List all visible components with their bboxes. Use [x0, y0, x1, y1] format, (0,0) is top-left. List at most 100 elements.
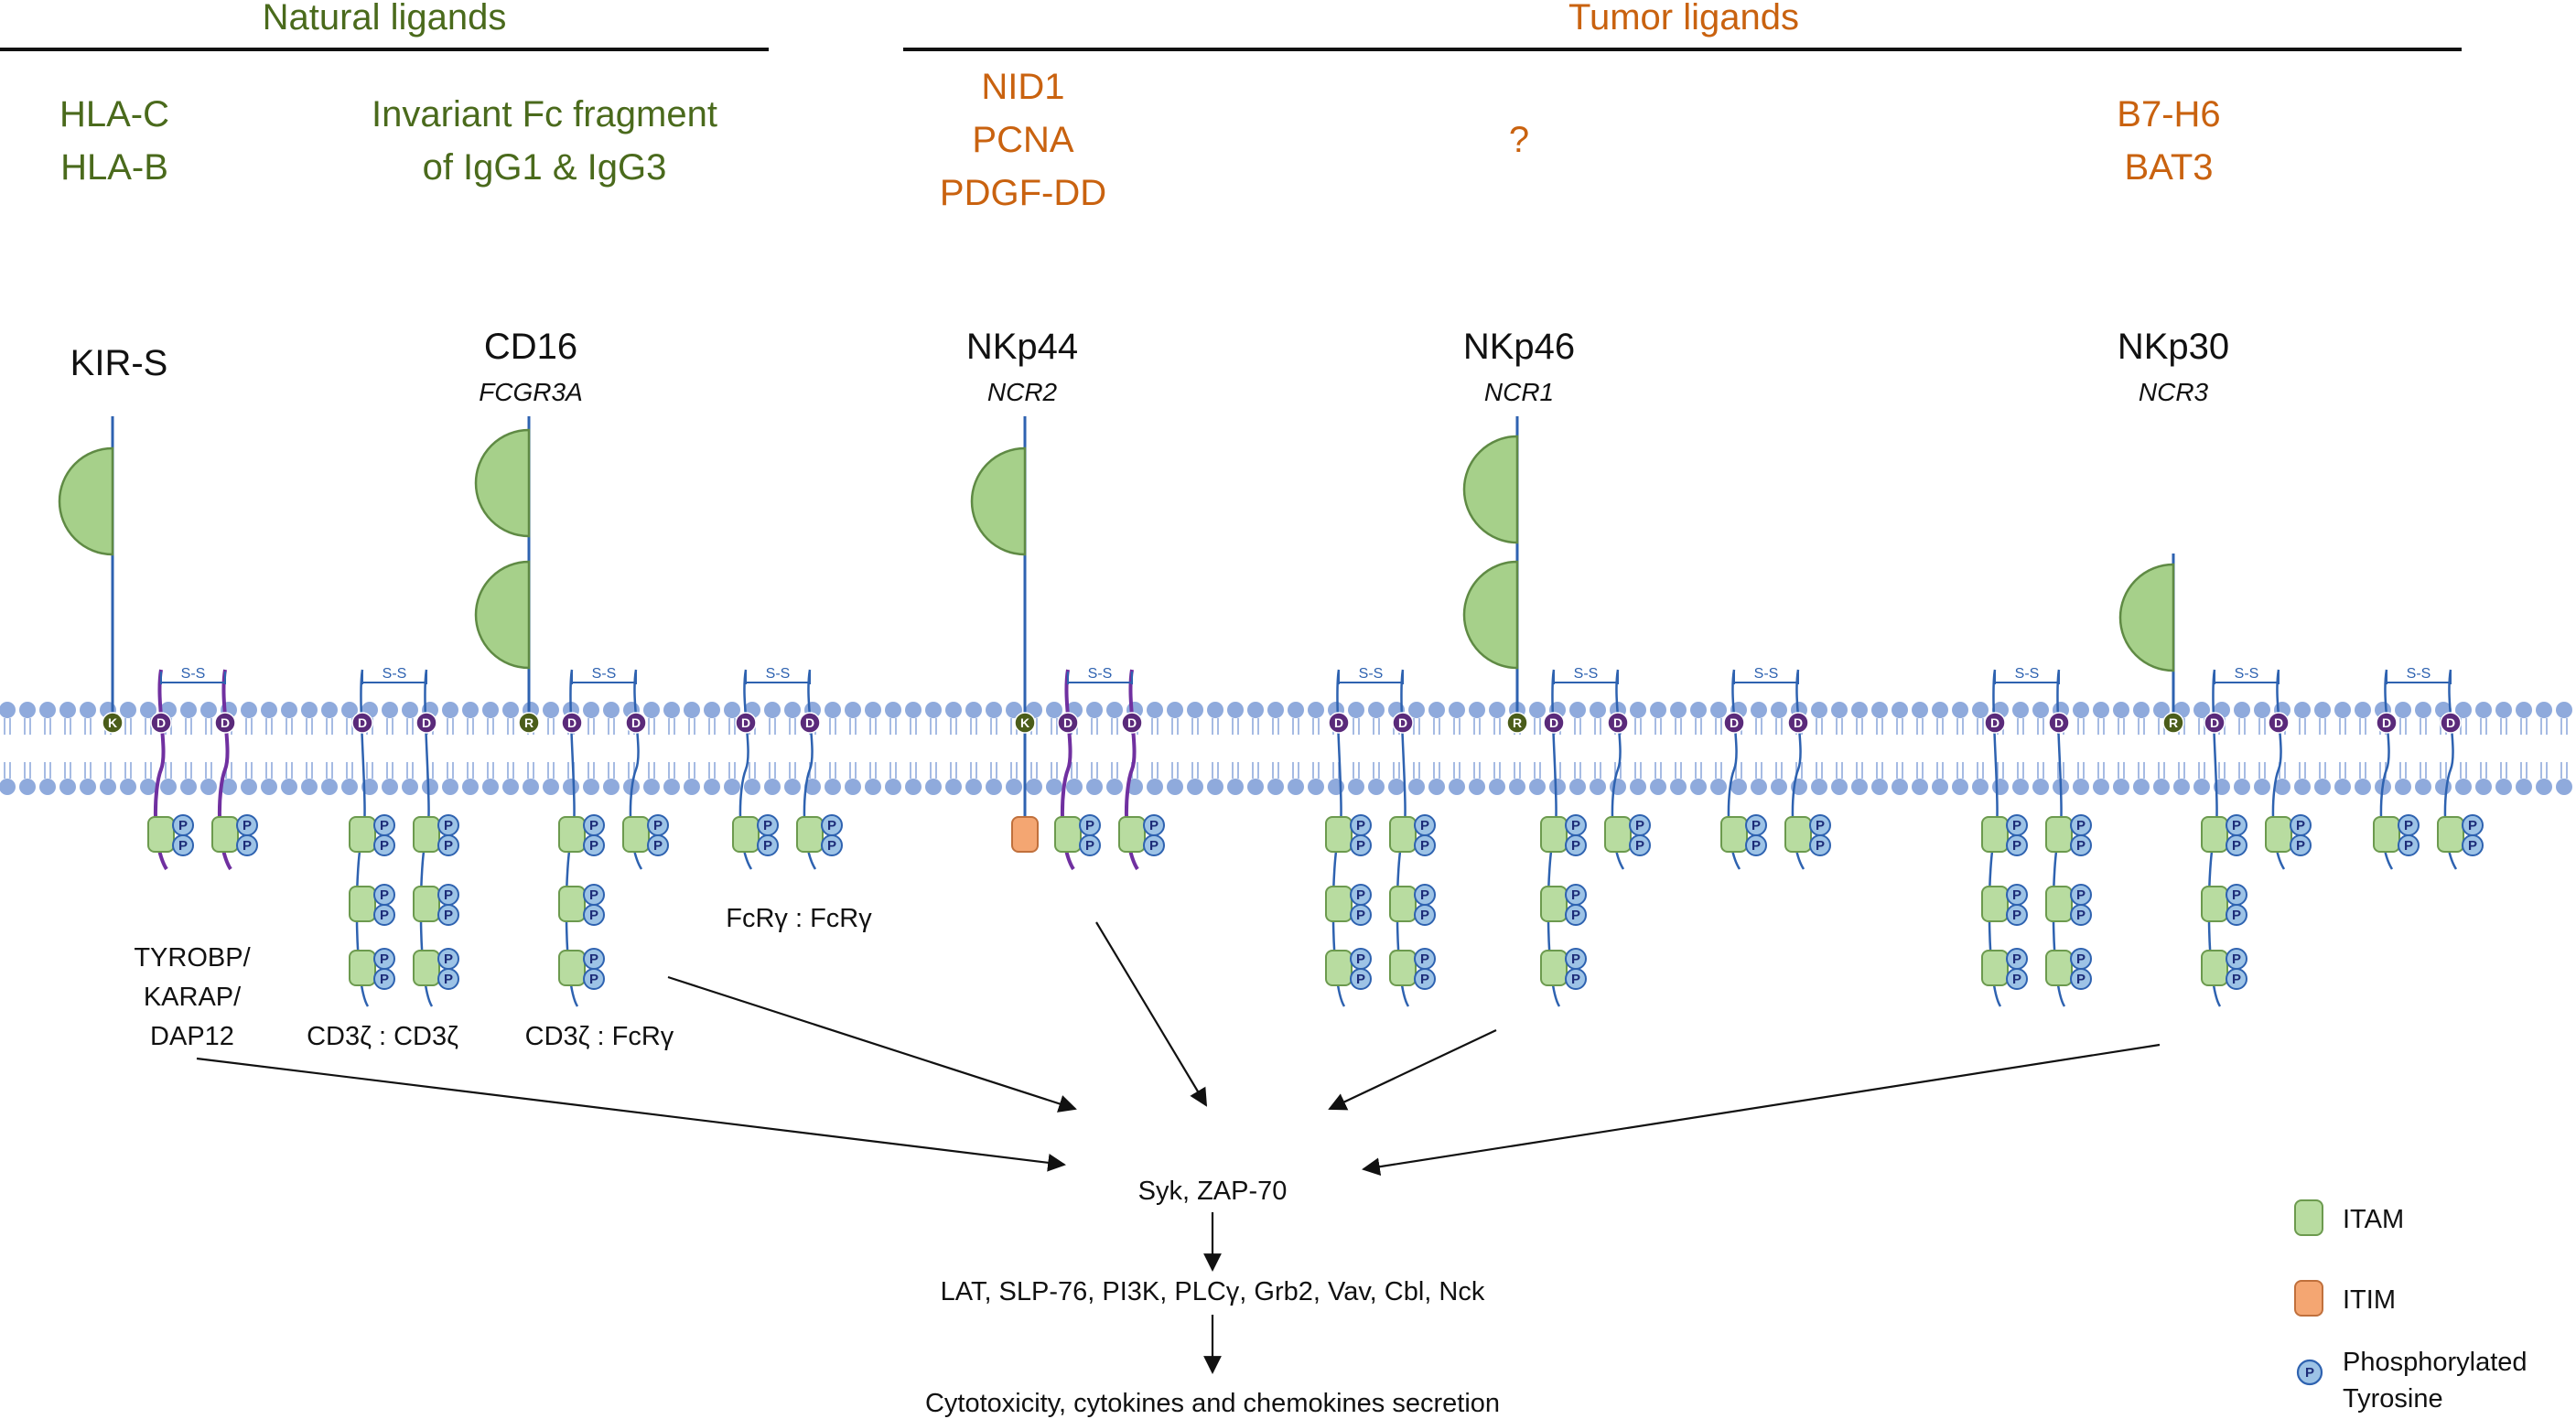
- phospho-tyrosine-letter: P: [1571, 838, 1580, 854]
- itam-motif: [1784, 816, 1812, 853]
- aspartate-residue-letter: D: [1334, 715, 1343, 730]
- phospho-tyrosine: [2226, 834, 2247, 856]
- phospho-tyrosine-letter: P: [1420, 818, 1429, 833]
- phospho-tyrosine: [2070, 834, 2092, 856]
- lipid-head: [2073, 779, 2089, 795]
- itam-motif: [796, 816, 824, 853]
- aspartate-residue: [2204, 712, 2226, 734]
- arrow-cd16: [667, 975, 1077, 1113]
- lipid-head: [2274, 779, 2290, 795]
- lipid-head: [1106, 779, 1123, 795]
- ligand-hla-b: HLA-B: [60, 147, 168, 188]
- lipid-head: [845, 702, 861, 718]
- aspartate-residue-letter: D: [156, 715, 166, 730]
- aspartate-residue-letter: D: [2446, 715, 2455, 730]
- aspartate-residue-letter: D: [1549, 715, 1558, 730]
- aspartate-residue: [735, 712, 757, 734]
- lipid-head: [1690, 702, 1707, 718]
- itam-motif: [2201, 816, 2228, 853]
- lysine-residue: [1014, 712, 1036, 734]
- gene-ncr2: NCR2: [987, 378, 1058, 406]
- lipid-head: [1871, 779, 1888, 795]
- lipid-head: [2012, 702, 2029, 718]
- phospho-tyrosine-letter: P: [2012, 972, 2021, 987]
- lipid-head: [663, 779, 680, 795]
- phospho-tyrosine: [373, 834, 395, 856]
- lipid-head: [2435, 779, 2452, 795]
- legend-ptyr-label1: Phosphorylated: [2343, 1348, 2527, 1377]
- phospho-tyrosine: [1350, 834, 1372, 856]
- aspartate-residue-letter: D: [631, 715, 641, 730]
- aspartate-residue-letter: D: [741, 715, 750, 730]
- disulfide-label: S-S: [766, 666, 791, 682]
- phospho-tyrosine: [373, 968, 395, 990]
- lipid-head: [825, 779, 841, 795]
- lipid-head: [905, 779, 922, 795]
- lysine-residue-letter: K: [1020, 715, 1029, 730]
- lipid-head: [2254, 779, 2270, 795]
- receptor-nkp30: NKp30: [2118, 327, 2229, 367]
- phospho-tyrosine-letter: P: [2012, 908, 2021, 923]
- legend-itim-label: ITIM: [2343, 1285, 2396, 1315]
- lipid-head: [1630, 779, 1646, 795]
- adaptor-tyrobp: TYROBP/: [134, 943, 251, 973]
- lipid-head: [140, 779, 156, 795]
- arrow-nkp46: [1328, 1029, 1497, 1111]
- phospho-tyrosine: [2398, 834, 2420, 856]
- aspartate-residue-letter: D: [2382, 715, 2391, 730]
- phospho-tyrosine: [821, 834, 843, 856]
- lipid-head: [281, 779, 297, 795]
- lipid-head: [2113, 779, 2129, 795]
- lipid-head: [59, 702, 76, 718]
- lipid-head: [1670, 702, 1687, 718]
- phospho-tyrosine-letter: P: [243, 818, 252, 833]
- lipid-head: [1207, 779, 1223, 795]
- aspartate-residue-letter: D: [1063, 715, 1072, 730]
- lipid-head: [2113, 702, 2129, 718]
- lipid-head: [2193, 702, 2210, 718]
- phospho-tyrosine-letter: P: [1149, 838, 1159, 854]
- phospho-tyrosine-letter: P: [380, 908, 389, 923]
- itam-motif: [211, 816, 239, 853]
- phospho-tyrosine-letter: P: [444, 838, 453, 854]
- itam-motif: [558, 886, 586, 922]
- lipid-head: [1912, 779, 1928, 795]
- lipid-head: [2495, 702, 2512, 718]
- legend-ptyr-swatch: [2296, 1359, 2323, 1386]
- lipid-head: [1932, 779, 1948, 795]
- lipid-head: [1449, 702, 1465, 718]
- disulfide-label: S-S: [2235, 666, 2259, 682]
- lipid-head: [140, 702, 156, 718]
- phospho-tyrosine-letter: P: [1571, 818, 1580, 833]
- lipid-head: [2093, 702, 2109, 718]
- itam-motif: [1540, 950, 1568, 986]
- lipid-head: [1106, 702, 1123, 718]
- lipid-head: [1871, 702, 1888, 718]
- itam-motif: [1540, 816, 1568, 853]
- phospho-tyrosine-letter: P: [380, 838, 389, 854]
- lipid-head: [603, 702, 620, 718]
- phospho-tyrosine-letter: P: [2076, 951, 2086, 967]
- lipid-head: [1046, 779, 1062, 795]
- itam-motif: [1389, 816, 1417, 853]
- itam-motif: [147, 816, 175, 853]
- phospho-tyrosine-letter: P: [444, 818, 453, 833]
- lipid-head: [2355, 779, 2371, 795]
- lipid-head: [1972, 779, 1989, 795]
- phospho-tyrosine-letter: P: [1571, 887, 1580, 903]
- adaptor-fcrg-fcrg: FcRγ : FcRγ: [726, 904, 872, 933]
- phospho-tyrosine-letter: P: [178, 818, 188, 833]
- phospho-tyrosine-letter: P: [589, 908, 598, 923]
- lipid-head: [1972, 702, 1989, 718]
- itam-motif: [349, 816, 376, 853]
- disulfide-label: S-S: [1359, 666, 1384, 682]
- lipid-head: [2495, 779, 2512, 795]
- phospho-tyrosine-letter: P: [2232, 951, 2241, 967]
- aspartate-residue-letter: D: [2210, 715, 2219, 730]
- phospho-tyrosine: [437, 904, 459, 926]
- lipid-head: [1449, 779, 1465, 795]
- itim-motif: [1011, 816, 1039, 853]
- phospho-tyrosine: [757, 834, 779, 856]
- lipid-head: [523, 779, 539, 795]
